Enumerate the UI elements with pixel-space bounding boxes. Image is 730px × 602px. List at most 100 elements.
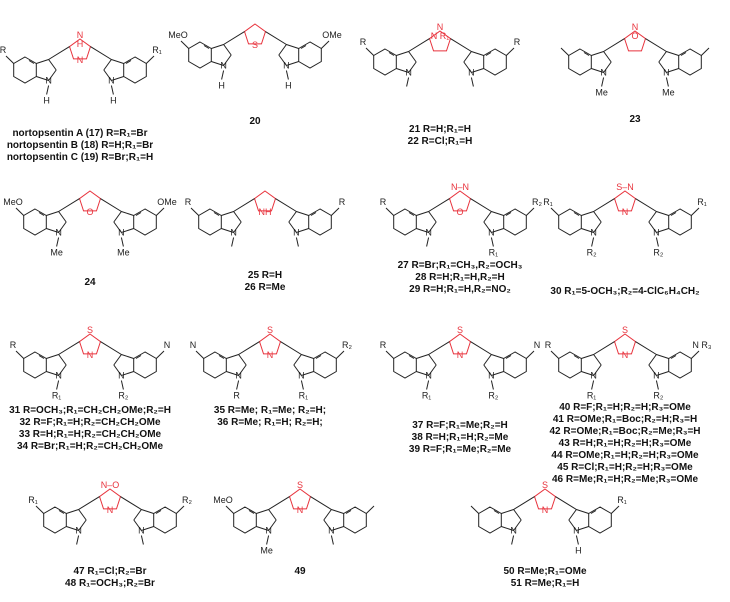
bond xyxy=(225,505,235,514)
bond xyxy=(573,355,580,359)
bond xyxy=(233,221,242,233)
bond xyxy=(416,211,429,216)
compound-label-49: 49 xyxy=(294,566,305,578)
compound-label-line: 37 R=F;R₁=Me;R₂=H xyxy=(412,420,508,431)
compound-label-line: 21 R=H;R₁=H xyxy=(409,124,471,135)
right-n-substituent: R₂ xyxy=(118,391,128,401)
bond xyxy=(483,354,492,366)
bond xyxy=(268,519,277,531)
bond xyxy=(550,207,560,216)
bond xyxy=(591,380,595,390)
nitrogen-atom: N xyxy=(235,371,242,381)
bond xyxy=(221,228,234,233)
bond xyxy=(593,354,602,366)
bond xyxy=(38,355,45,359)
left-n-substituent: H xyxy=(218,81,225,91)
compound-label-line: 42 R=OMe;R₁=Boc;R₂=Me;R₃=H xyxy=(549,426,701,437)
bond xyxy=(58,510,65,514)
bond xyxy=(505,212,512,216)
compound-label-line: 32 R=F;R₁=H;R₂=CH₂CH₂OMe xyxy=(19,417,161,428)
bond xyxy=(58,198,80,212)
bond xyxy=(300,45,307,49)
compound-label-line: 49 xyxy=(294,566,306,577)
nitrogen-atom: N xyxy=(573,526,580,536)
nitrogen-atom: N xyxy=(138,526,145,536)
bond xyxy=(195,350,205,359)
left-substituent: R xyxy=(545,340,552,350)
bond xyxy=(323,509,332,521)
compound-label-line: 35 R=Me; R₁=Me; R₂=H; xyxy=(213,405,327,416)
right-n-substituent: R₂ xyxy=(653,391,663,401)
bond xyxy=(635,198,657,212)
ring-bottom-heteroatom: N xyxy=(622,350,629,360)
bond xyxy=(113,211,122,223)
bond xyxy=(133,519,142,531)
compound-label-line: 33 R=H;R₁=H;R₂=CH₂CH₂OMe xyxy=(18,429,162,440)
benzene-ring xyxy=(558,351,582,379)
bond xyxy=(471,51,484,56)
bond xyxy=(58,341,80,355)
bond xyxy=(416,371,429,376)
bond xyxy=(280,341,302,355)
ring-top-heteroatom-2: O xyxy=(631,31,638,41)
bond xyxy=(28,60,35,64)
bond xyxy=(658,51,667,63)
benzene-ring xyxy=(393,351,417,379)
benzene-ring xyxy=(13,56,37,84)
nitrogen-atom: N xyxy=(108,76,115,86)
bond xyxy=(323,519,332,531)
bond xyxy=(396,51,409,56)
bond xyxy=(656,354,669,359)
bond xyxy=(593,211,602,223)
compound-label-line: 30 R₁=5-OCH₃;R₂=4-ClC₆H₄CH₂ xyxy=(550,286,700,297)
nitrogen-atom: N xyxy=(425,228,432,238)
bond xyxy=(66,526,79,531)
bond xyxy=(700,47,710,56)
bond xyxy=(58,354,67,366)
left-n-substituent: Me xyxy=(50,248,63,258)
benzene-ring xyxy=(123,56,147,84)
bond xyxy=(135,355,142,359)
bond xyxy=(121,211,134,216)
nitrogen-atom: N xyxy=(468,68,475,78)
bond xyxy=(428,364,437,376)
benzene-ring xyxy=(478,506,502,534)
compound-label-line: 29 R=H;R₁=H,R₂=NO₂ xyxy=(409,284,511,295)
bond xyxy=(275,198,297,212)
bond xyxy=(76,535,80,545)
bond xyxy=(575,535,579,545)
bond xyxy=(491,228,504,233)
bond xyxy=(463,51,472,63)
right-n-substituent: Me xyxy=(662,88,675,98)
ring-bottom-heteroatom: N xyxy=(622,207,629,217)
bond xyxy=(113,364,122,376)
bond xyxy=(665,77,669,87)
bond xyxy=(58,364,67,376)
bond xyxy=(236,380,240,390)
bond xyxy=(576,526,589,531)
bond xyxy=(141,509,154,514)
bond xyxy=(408,51,417,63)
bond xyxy=(505,47,515,56)
benzene-ring xyxy=(588,506,612,534)
ring-top-heteroatom-2: H xyxy=(77,39,84,49)
bond xyxy=(175,505,185,514)
ring-top-heteroatom: N–N xyxy=(451,182,469,192)
right-substituent: R₁ xyxy=(697,197,707,207)
nitrogen-atom: N xyxy=(488,228,495,238)
bond xyxy=(603,61,612,73)
bond xyxy=(345,510,352,514)
bond xyxy=(648,221,657,233)
nitrogen-atom: N xyxy=(425,371,432,381)
compound-label-line: nortopsentin B (18) R=H;R₁=Br xyxy=(6,140,154,151)
bond xyxy=(46,354,59,359)
bond xyxy=(218,355,225,359)
nitrogen-atom: N xyxy=(75,526,82,536)
ring-top-heteroatom-2: N R₁ xyxy=(431,31,450,41)
bond xyxy=(666,68,679,73)
benzene-ring xyxy=(393,208,417,236)
bond xyxy=(15,350,25,359)
